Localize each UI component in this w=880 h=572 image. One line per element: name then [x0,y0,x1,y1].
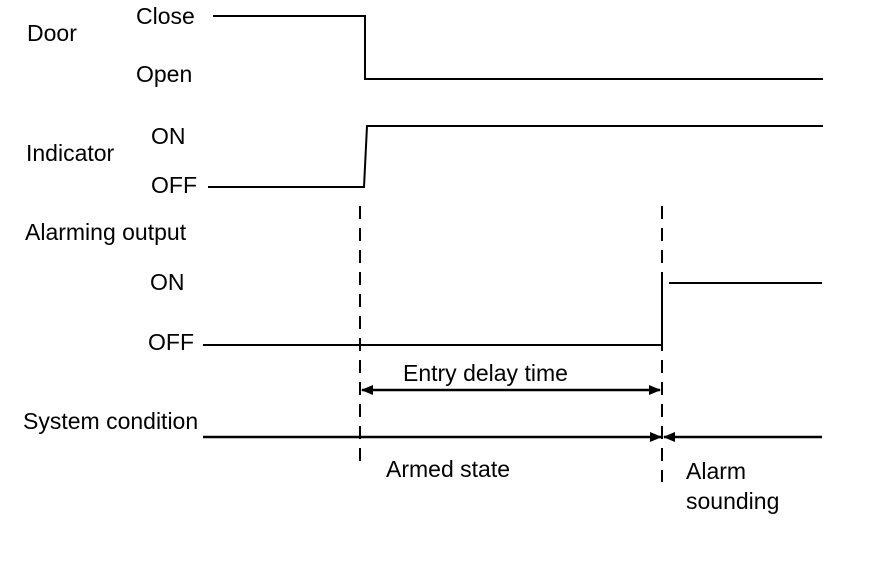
indicator-waveform [208,125,823,188]
alarm-sounding-label-line1: Alarm [686,458,746,484]
alarming-output-off-label: OFF [148,329,194,355]
alarming-output-on-label: ON [150,269,185,295]
system-condition-label: System condition [23,408,198,434]
indicator-off-label: OFF [151,172,197,198]
alarm-sounding-label-line2: sounding [686,488,779,514]
door-waveform [213,15,823,80]
armed-state-label: Armed state [386,456,510,482]
indicator-label: Indicator [26,140,115,166]
door-label: Door [27,20,77,46]
indicator-on-label: ON [151,123,186,149]
alarming-output-label: Alarming output [25,219,187,245]
alarming-output-waveform-off [203,283,663,346]
door-open-label: Open [136,61,192,87]
entry-delay-label: Entry delay time [403,360,568,386]
door-close-label: Close [136,3,195,29]
